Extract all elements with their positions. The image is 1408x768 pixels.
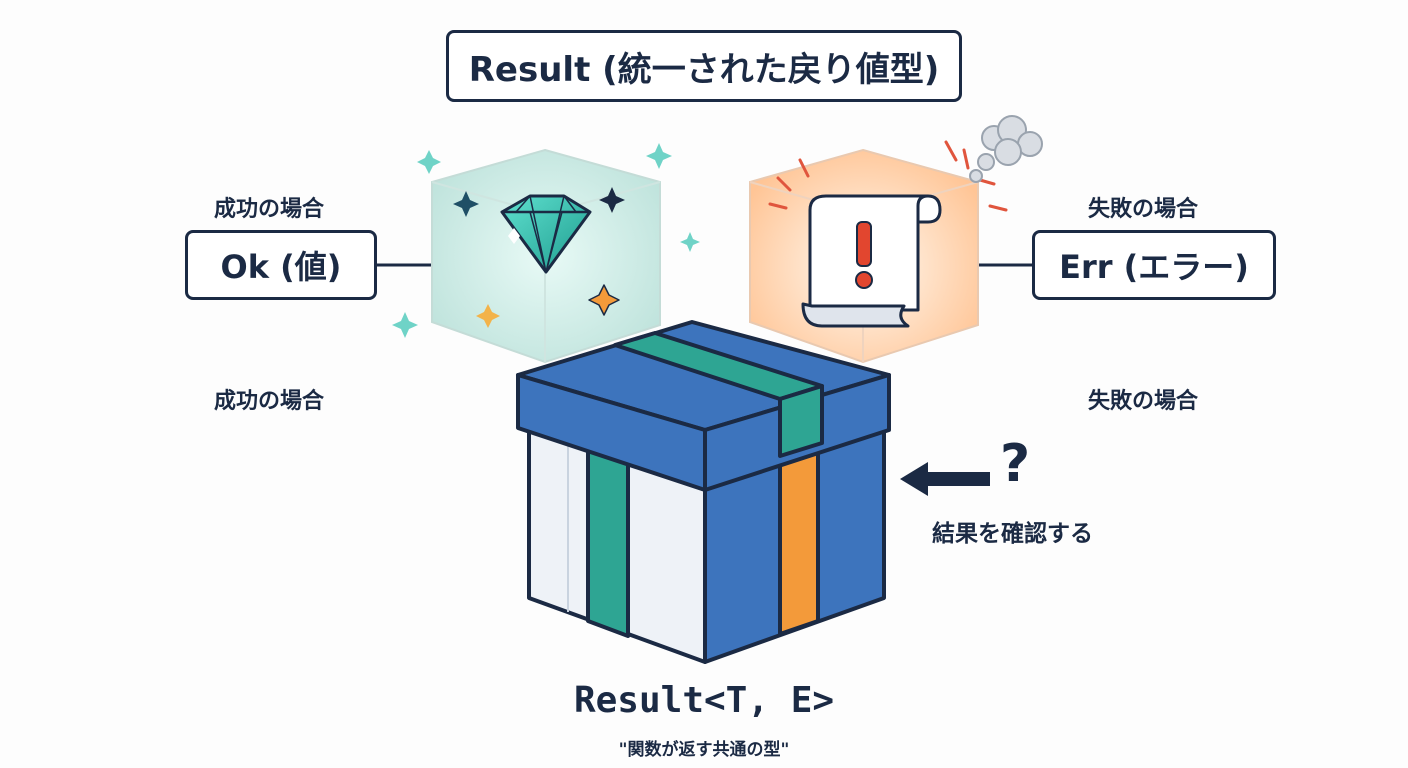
arrow-left-icon [900, 462, 990, 496]
alert-rays [768, 140, 1008, 212]
err-caption-bottom: 失敗の場合 [1088, 389, 1199, 414]
error-scroll-icon [801, 194, 942, 328]
gift-box-icon [516, 320, 891, 664]
title-label: Result (統一された戻り値型) [446, 30, 962, 102]
ok-variant-label: Ok (値) [185, 230, 377, 300]
ok-caption-top: 成功の場合 [214, 197, 325, 222]
diamond-icon [500, 194, 592, 274]
err-variant-label: Err (エラー) [1032, 230, 1276, 300]
type-signature: Result<T, E> [573, 680, 835, 721]
sparkle-icons [392, 143, 700, 338]
err-caption-top: 失敗の場合 [1088, 197, 1199, 222]
check-result-caption: 結果を確認する [932, 521, 1093, 547]
ok-caption-bottom: 成功の場合 [214, 389, 325, 414]
smoke-puff-icon [969, 115, 1043, 183]
type-description: "関数が返す共通の型" [618, 740, 790, 760]
question-mark-icon: ? [1000, 434, 1031, 494]
